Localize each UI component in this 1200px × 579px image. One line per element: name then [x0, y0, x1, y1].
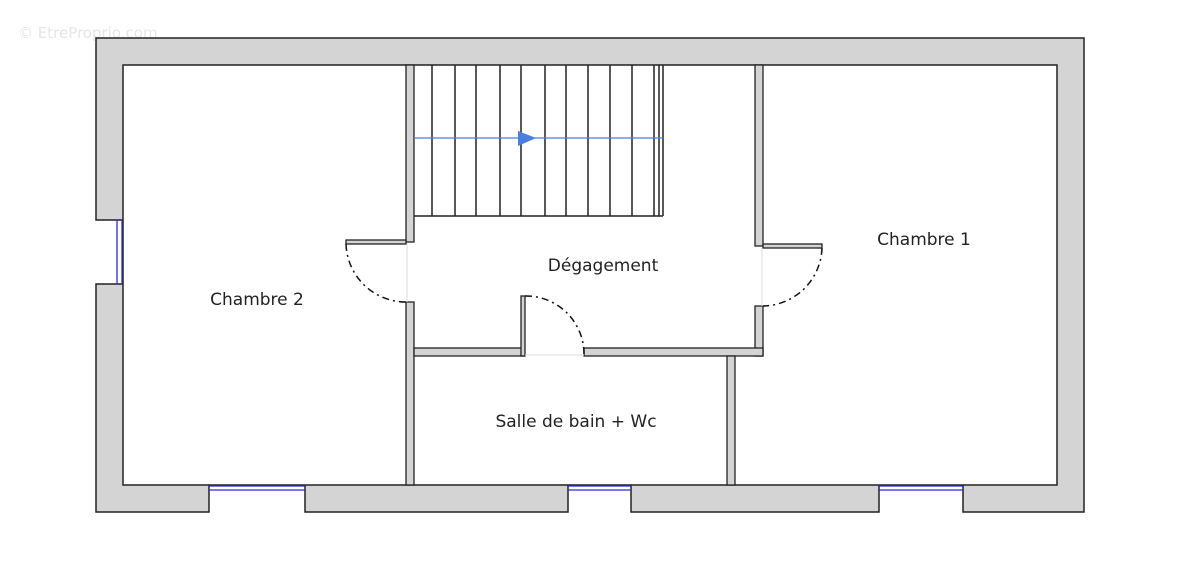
- wall-left-upper: [405, 64, 415, 243]
- room-label-salle-de-bain: Salle de bain + Wc: [495, 412, 657, 432]
- wall-right-upper: [754, 64, 764, 247]
- window-bottom-2: [568, 485, 631, 491]
- wall-bath-top-left: [413, 347, 525, 357]
- outer-wall: [95, 37, 1085, 513]
- stair-arrow-icon: [518, 131, 536, 146]
- window-bottom-1: [209, 485, 305, 491]
- staircase: [414, 65, 664, 217]
- door-swing-chambre2: [345, 243, 407, 303]
- door-leaf-bath: [520, 295, 526, 357]
- door-leaf-chambre1: [762, 243, 823, 249]
- wall-left-lower: [405, 301, 415, 486]
- wall-bath-right: [726, 355, 736, 486]
- window-bottom-3: [879, 485, 963, 491]
- room-label-degagement: Dégagement: [547, 256, 659, 276]
- window-left: [116, 220, 123, 284]
- door-leaf-chambre2: [345, 239, 407, 245]
- room-label-chambre-1: Chambre 1: [877, 230, 971, 250]
- door-swing-chambre1: [762, 247, 823, 307]
- room-label-chambre-2: Chambre 2: [210, 290, 304, 310]
- door-swing-bath: [524, 295, 585, 355]
- wall-bath-top-right: [583, 347, 764, 357]
